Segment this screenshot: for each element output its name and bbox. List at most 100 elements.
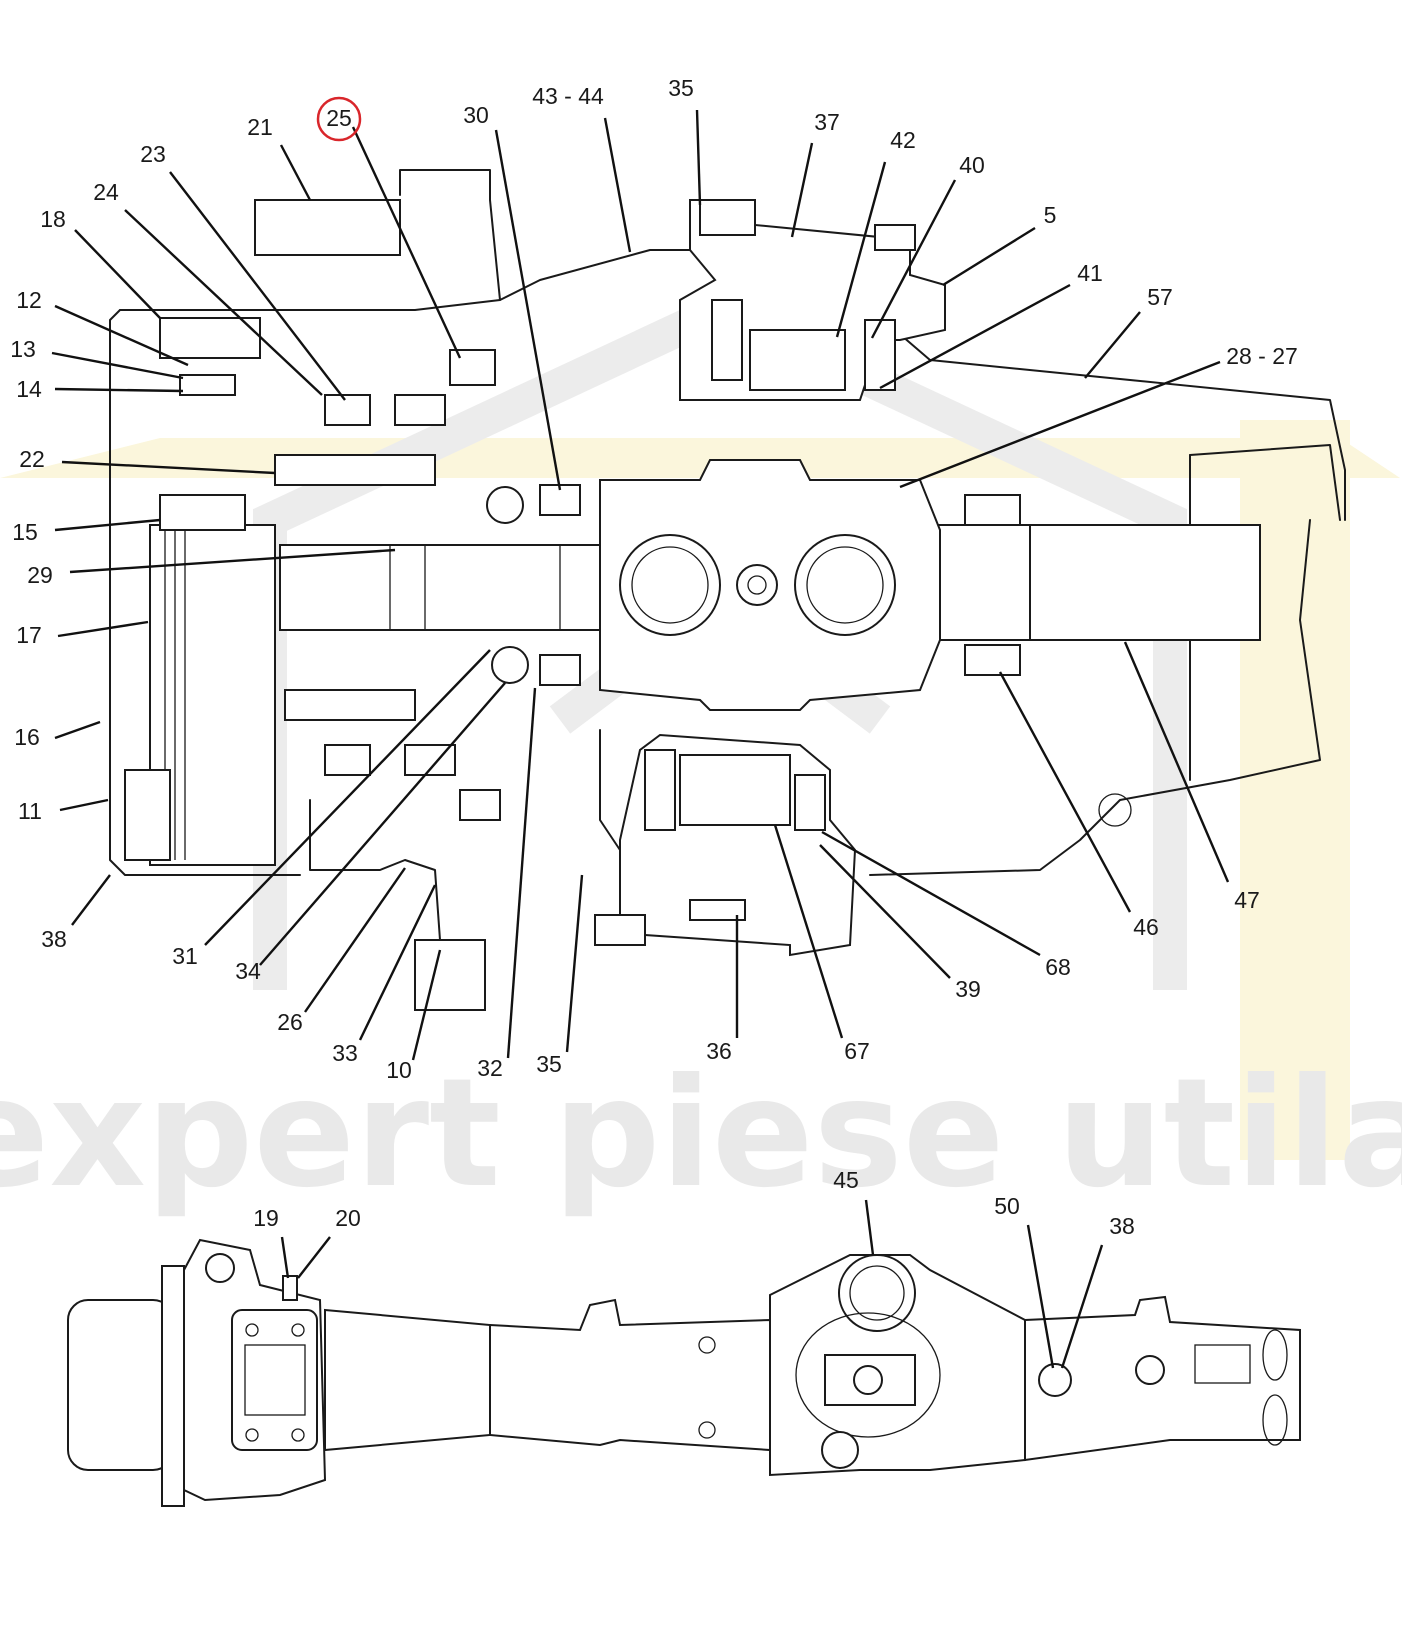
breather-45-inner [849, 1265, 905, 1321]
callout-10[interactable]: 10 [386, 1057, 412, 1083]
ball-31 [491, 646, 529, 684]
callout-23[interactable]: 23 [140, 141, 166, 167]
axle-tube-left [489, 1298, 771, 1452]
callout-33[interactable]: 33 [332, 1040, 358, 1066]
callout-38-overview[interactable]: 38 [1109, 1213, 1135, 1239]
callout-39[interactable]: 39 [955, 976, 981, 1002]
callout-12[interactable]: 12 [16, 287, 42, 313]
leader-35a [695, 109, 702, 206]
callout-29[interactable]: 29 [27, 562, 53, 588]
callout-25[interactable]: 25 [326, 105, 352, 131]
bolt-d [291, 1428, 305, 1442]
leader-35b [565, 874, 584, 1053]
callout-47[interactable]: 47 [1234, 887, 1260, 913]
callout-26[interactable]: 26 [277, 1009, 303, 1035]
cross-pin-hole [747, 575, 767, 595]
leader-28-27 [899, 360, 1221, 489]
leader-37 [790, 142, 814, 238]
callout-42[interactable]: 42 [890, 127, 916, 153]
pinion-gear-42 [749, 329, 846, 391]
shaft-29 [279, 544, 621, 631]
callout-16[interactable]: 16 [14, 724, 40, 750]
callout-50[interactable]: 50 [994, 1193, 1020, 1219]
bearing-24 [394, 394, 446, 426]
callout-21[interactable]: 21 [247, 114, 273, 140]
leader-15 [54, 518, 161, 532]
hub-left-outline [109, 309, 301, 876]
callout-32[interactable]: 32 [477, 1055, 503, 1081]
callout-68[interactable]: 68 [1045, 954, 1071, 980]
bolt-22 [274, 454, 436, 486]
callout-19[interactable]: 19 [253, 1205, 279, 1231]
callout-34[interactable]: 34 [235, 958, 261, 984]
bearing-32 [539, 654, 581, 686]
tube-end-lower [1262, 1394, 1288, 1446]
bolt-head-35-bottom [594, 914, 646, 946]
callout-5[interactable]: 5 [1044, 202, 1057, 228]
callout-22[interactable]: 22 [19, 446, 45, 472]
flange-plate [161, 1265, 185, 1507]
callout-35-top[interactable]: 35 [668, 75, 694, 101]
leader-17 [57, 620, 149, 638]
lower-cap-outline [309, 799, 441, 941]
leader-25 [351, 126, 462, 359]
axle-arm-left [324, 1308, 491, 1452]
leader-24 [124, 209, 323, 396]
callout-24[interactable]: 24 [93, 179, 119, 205]
callout-67[interactable]: 67 [844, 1038, 870, 1064]
side-gear-left-inner [631, 546, 709, 624]
side-gear-right [794, 534, 896, 636]
side-gear-left [619, 534, 721, 636]
cap-21 [399, 169, 501, 301]
bolt-b [291, 1323, 305, 1337]
seal-block-15 [159, 494, 246, 531]
callout-30[interactable]: 30 [463, 102, 489, 128]
bearing-46 [964, 644, 1021, 676]
leader-12 [54, 304, 189, 367]
callout-46[interactable]: 46 [1133, 914, 1159, 940]
callout-31[interactable]: 31 [172, 943, 198, 969]
cross-pin-nut [736, 564, 778, 606]
leader-43-44 [603, 117, 632, 253]
callout-20[interactable]: 20 [335, 1205, 361, 1231]
bearing-28 [964, 494, 1021, 526]
callout-18[interactable]: 18 [40, 206, 66, 232]
shaft-steps [389, 545, 561, 630]
leader-10 [411, 949, 442, 1061]
bearing-23 [324, 394, 371, 426]
callout-37[interactable]: 37 [814, 109, 840, 135]
diff-yoke-center [853, 1365, 883, 1395]
lower-hub-block [124, 769, 171, 861]
callout-40[interactable]: 40 [959, 152, 985, 178]
callout-13[interactable]: 13 [10, 336, 36, 362]
callout-14[interactable]: 14 [16, 376, 42, 402]
callout-45[interactable]: 45 [833, 1167, 859, 1193]
callout-11[interactable]: 11 [18, 798, 42, 824]
leader-16 [54, 720, 101, 740]
highlight-circle-25 [316, 96, 362, 142]
leader-67 [773, 824, 844, 1039]
callout-35-bottom[interactable]: 35 [536, 1051, 562, 1077]
callout-15[interactable]: 15 [12, 519, 38, 545]
ball-30 [486, 486, 524, 524]
axle-cross-section [109, 169, 1346, 1011]
callout-38[interactable]: 38 [41, 926, 67, 952]
tube-end-upper [1262, 1329, 1288, 1381]
block-10 [414, 939, 486, 1011]
tube-hole-upper [698, 1336, 716, 1354]
callout-28-27[interactable]: 28 - 27 [1226, 343, 1298, 369]
callout-41[interactable]: 41 [1077, 260, 1103, 286]
plug-50 [1038, 1363, 1072, 1397]
callout-43-44[interactable]: 43 - 44 [532, 83, 604, 109]
leader-11 [59, 798, 109, 812]
cup-right-bottom [794, 774, 826, 831]
callout-36[interactable]: 36 [706, 1038, 732, 1064]
bolt-lower [284, 689, 416, 721]
callout-57[interactable]: 57 [1147, 284, 1173, 310]
callout-17[interactable]: 17 [16, 622, 42, 648]
leader-13 [51, 351, 184, 380]
leader-14 [54, 387, 184, 393]
pin-21 [254, 199, 401, 256]
